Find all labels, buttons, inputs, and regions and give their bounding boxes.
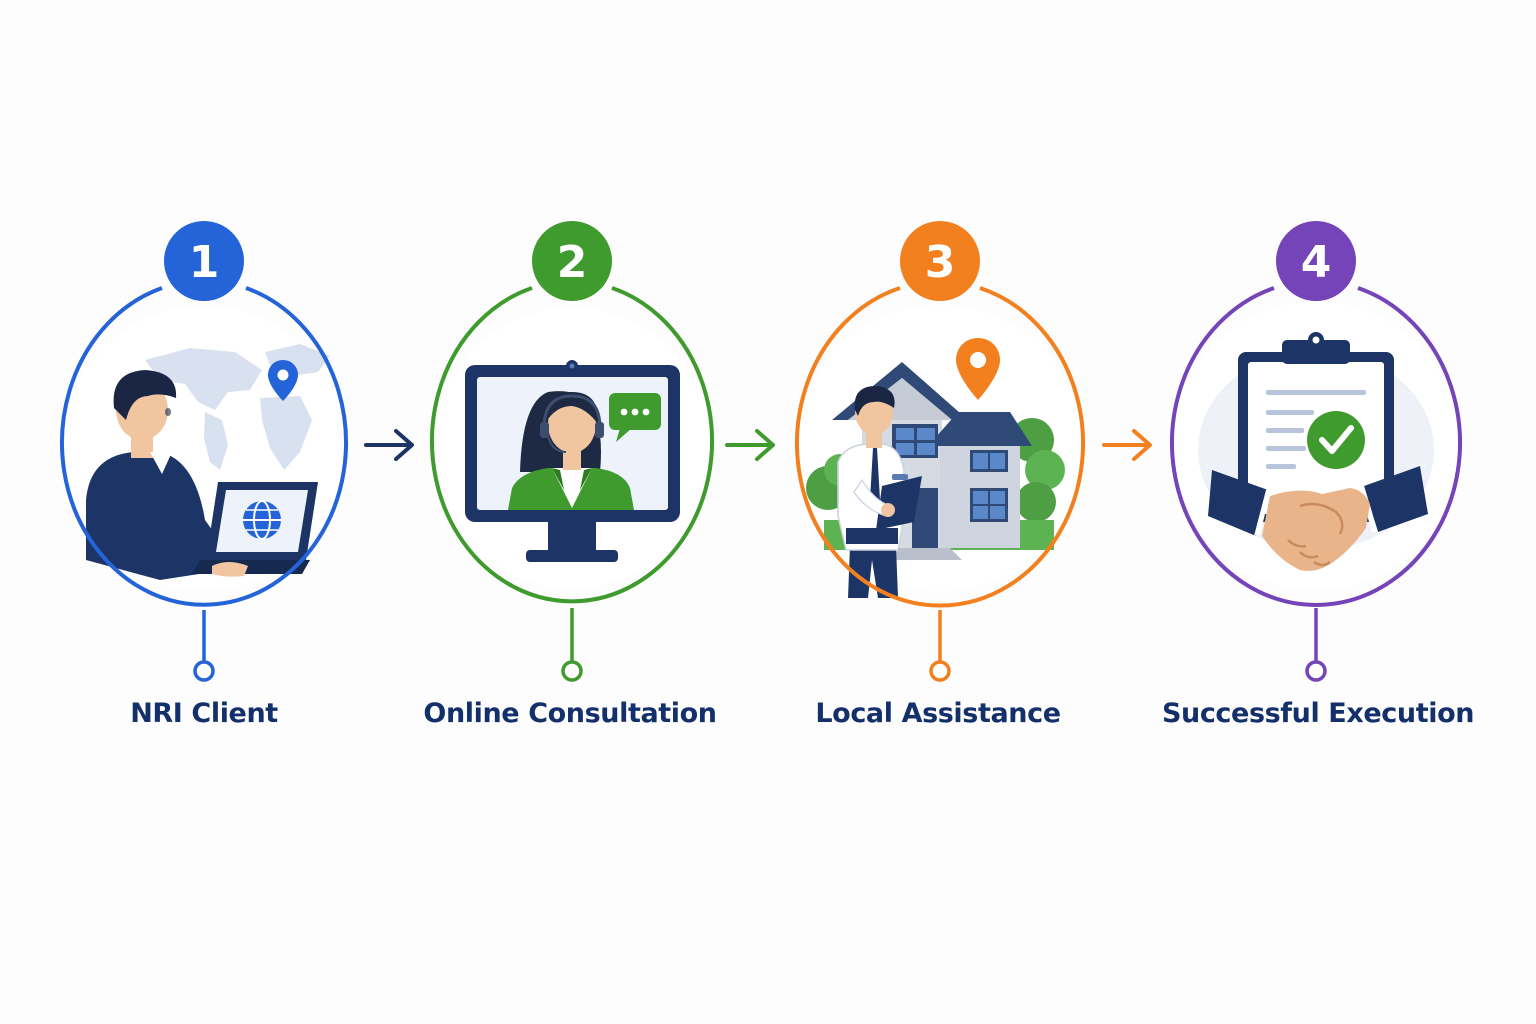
location-pin-icon [268, 360, 298, 401]
step-4-label: Successful Execution [1161, 698, 1475, 729]
agent-person-icon [837, 386, 922, 598]
step-2-number: 2 [557, 237, 588, 288]
connector-arrow-2 [725, 429, 775, 461]
step-2-number-badge [532, 221, 612, 301]
step-4-number-badge [1276, 221, 1356, 301]
arrow-right-icon [1132, 429, 1152, 461]
step-1-number: 1 [189, 237, 220, 288]
chat-bubble-icon [609, 393, 661, 442]
step-4-number: 4 [1301, 237, 1332, 288]
connector-arrow-1 [364, 429, 414, 461]
step-2-stem-node [561, 660, 583, 682]
arrow-right-icon [755, 429, 775, 461]
step-3-stem-node [929, 660, 951, 682]
step-2: 2 [430, 221, 714, 682]
arrow-right-icon [394, 429, 414, 461]
step-3: 3 [795, 221, 1085, 682]
step-1: 1 [60, 221, 348, 682]
client-person-icon [86, 370, 225, 580]
step-1-ring [60, 286, 348, 607]
step-4: 4 [1170, 221, 1462, 682]
consultant-person-icon [508, 391, 634, 510]
location-pin-icon [956, 338, 1000, 400]
checkmark-icon [1307, 411, 1365, 469]
step-2-ring [430, 286, 714, 604]
step-4-stem-node [1305, 660, 1327, 682]
step-3-ring [795, 286, 1085, 608]
step-1-number-badge [164, 221, 244, 301]
handshake-icon [1208, 466, 1428, 571]
connector-arrow-3 [1102, 429, 1152, 461]
step-1-stem-node [193, 660, 215, 682]
step-3-number: 3 [925, 237, 956, 288]
step-3-number-badge [900, 221, 980, 301]
client-hands [212, 562, 248, 577]
step-1-label: NRI Client [130, 698, 278, 729]
step-4-ring [1170, 286, 1462, 607]
step-2-label: Online Consultation [423, 698, 717, 729]
step-3-label: Local Assistance [815, 698, 1061, 729]
